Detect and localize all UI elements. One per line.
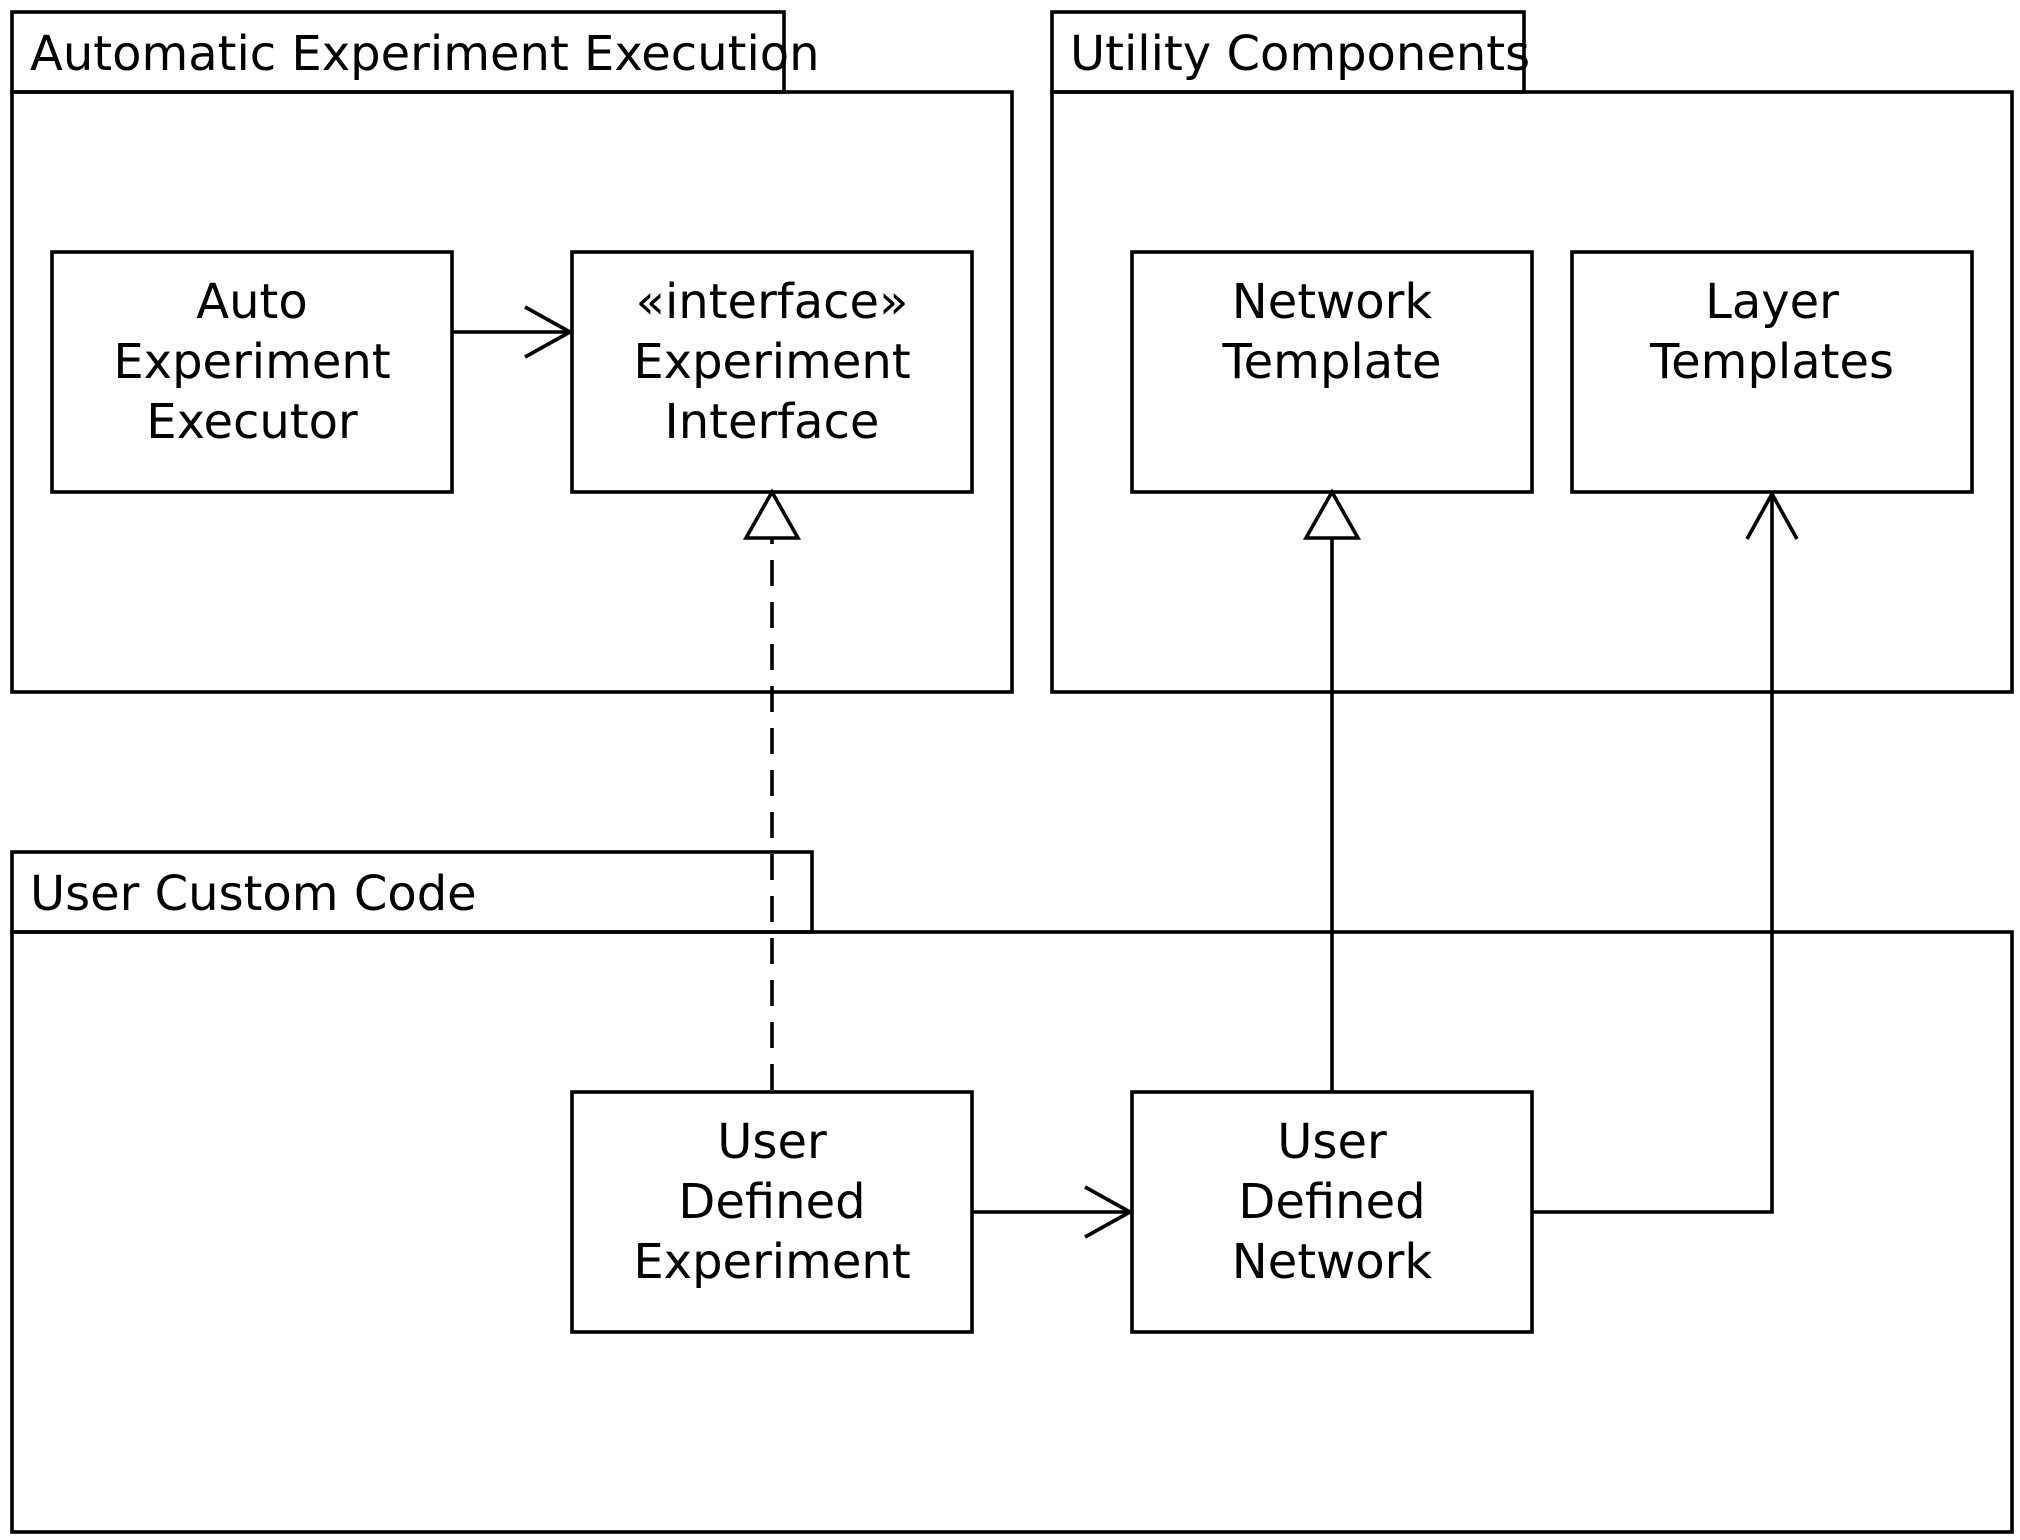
package-utility-components: Utility Components: [1050, 10, 2014, 694]
class-label-line: User: [717, 1114, 827, 1170]
class-label-line: User: [1277, 1114, 1387, 1170]
package-user-custom-code: User Custom Code: [10, 850, 2014, 1534]
class-label-line: Executor: [146, 394, 358, 450]
class-label-line: Layer: [1705, 274, 1839, 330]
open-arrowhead: [1745, 490, 1799, 540]
package-body: [10, 930, 2014, 1534]
class-label-line: Defined: [678, 1174, 865, 1230]
class-layer-templates: Layer Templates: [1570, 250, 1974, 494]
class-label-line: Auto: [196, 274, 307, 330]
package-label: User Custom Code: [30, 866, 477, 922]
open-arrowhead: [1084, 1185, 1134, 1239]
class-experiment-interface: «interface» Experiment Interface: [570, 250, 974, 494]
class-user-defined-network: User Defined Network: [1130, 1090, 1534, 1334]
association-executor-to-interface: [452, 305, 574, 359]
class-label-line: Experiment: [633, 334, 910, 390]
open-arrowhead: [524, 305, 574, 359]
class-label-line: Templates: [1649, 334, 1894, 390]
class-label-line: Interface: [665, 394, 880, 450]
class-label-line: Network: [1232, 274, 1433, 330]
package-body: [1050, 90, 2014, 694]
hollow-triangle-arrowhead: [1302, 488, 1362, 540]
class-user-defined-experiment: User Defined Experiment: [570, 1090, 974, 1334]
association-experiment-to-network: [972, 1185, 1134, 1239]
class-network-template: Network Template: [1130, 250, 1534, 494]
class-label-line: Experiment: [633, 1234, 910, 1290]
association-network-to-layer-templates: [1532, 490, 1799, 1214]
class-label-line: Template: [1221, 334, 1441, 390]
association-line: [1532, 494, 1774, 1214]
class-box: [50, 250, 454, 494]
class-label-line: Defined: [1238, 1174, 1425, 1230]
package-label: Automatic Experiment Execution: [30, 26, 820, 82]
realization-experiment-to-interface: [742, 488, 802, 1090]
class-label-line: Network: [1232, 1234, 1433, 1290]
stereotype-label: «interface»: [636, 274, 909, 330]
class-label-line: Experiment: [113, 334, 390, 390]
package-automatic-experiment-execution: Automatic Experiment Execution: [10, 10, 1014, 694]
class-auto-experiment-executor: Auto Experiment Executor: [50, 250, 454, 494]
hollow-triangle-arrowhead: [742, 488, 802, 540]
package-label: Utility Components: [1070, 26, 1530, 82]
generalization-network-to-template: [1302, 488, 1362, 1092]
package-body: [10, 90, 1014, 694]
